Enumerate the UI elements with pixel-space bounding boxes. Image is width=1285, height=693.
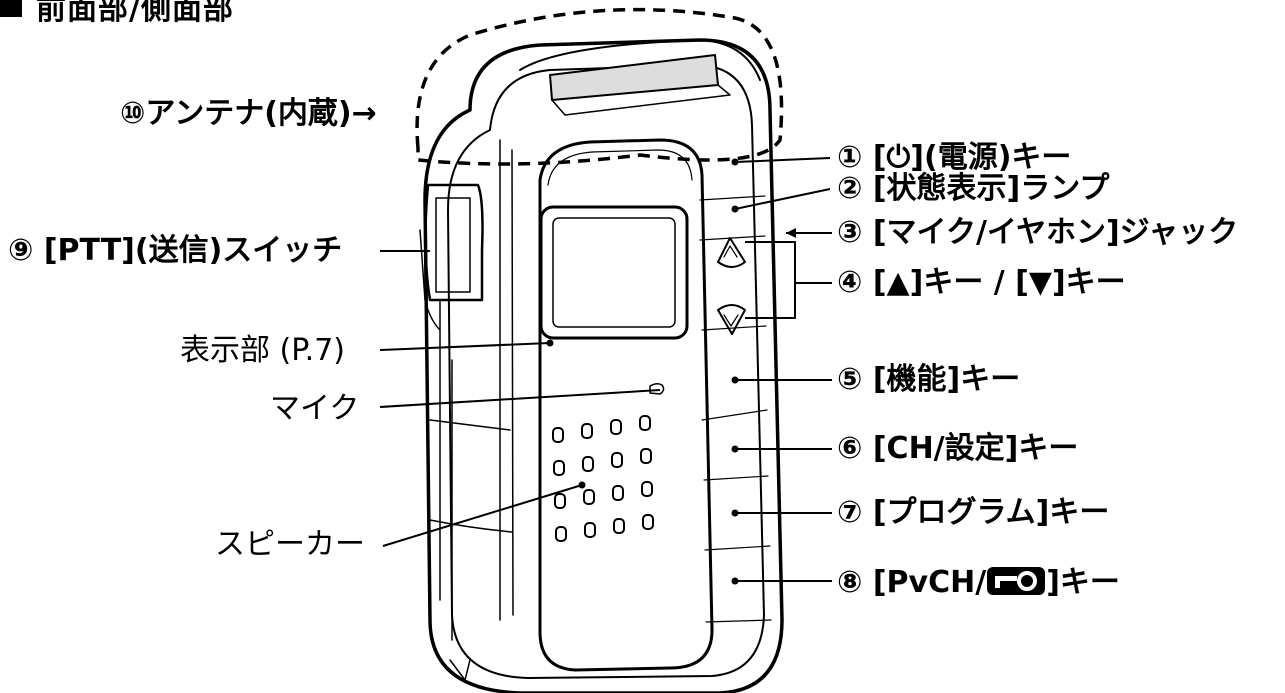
function-key-label: ⑤ [機能]キー xyxy=(837,362,1021,397)
speaker-label: スピーカー xyxy=(215,527,365,562)
speaker-hole xyxy=(612,485,624,501)
power-key-label: ① [⏻](電源)キー xyxy=(837,140,1072,175)
speaker-hole xyxy=(642,514,654,530)
antenna-outline xyxy=(415,7,784,166)
program-key-label: ⑦ [プログラム]キー xyxy=(837,495,1110,530)
ptt-switch-label: ⑨ [PTT](送信)スイッチ xyxy=(8,233,343,268)
antenna-cap xyxy=(519,39,761,81)
front-panel xyxy=(538,138,714,672)
speaker-grille xyxy=(552,415,654,542)
speaker-hole xyxy=(555,526,567,542)
pvch-key-label: ⑧ [PvCH/ ]キー xyxy=(837,566,1120,598)
status-lamp-label: ② [状態表示]ランプ xyxy=(837,171,1110,206)
speaker-hole xyxy=(582,456,594,472)
pvch-key-label-suffix: ]キー xyxy=(1046,565,1120,600)
speaker-hole xyxy=(611,452,623,468)
mic-label: マイク xyxy=(270,391,360,426)
speaker-hole xyxy=(581,423,593,439)
section-title: 前面部/側面部 xyxy=(0,0,234,27)
speaker-hole xyxy=(583,489,595,505)
speaker-hole xyxy=(639,415,651,431)
speaker-hole xyxy=(554,493,566,509)
up-key xyxy=(717,237,746,268)
mic-jack-label: ③ [マイク/イヤホン]ジャック xyxy=(837,215,1239,250)
key-lock-icon xyxy=(987,567,1046,595)
speaker-hole xyxy=(553,460,565,476)
down-key xyxy=(717,304,746,335)
speaker-hole xyxy=(552,427,564,443)
title-square-icon xyxy=(0,0,22,17)
ch-key-label: ⑥ [CH/設定]キー xyxy=(837,431,1079,466)
body-outline xyxy=(423,38,784,693)
updown-key-label: ④ [▲]キー / [▼]キー xyxy=(837,265,1126,300)
display-window xyxy=(539,205,689,340)
ptt-switch xyxy=(424,183,484,302)
speaker-hole xyxy=(584,522,596,538)
speaker-hole xyxy=(613,518,625,534)
speaker-hole xyxy=(610,419,622,435)
mic-hole xyxy=(649,382,665,395)
speaker-hole xyxy=(640,448,652,464)
body-inner-outline xyxy=(447,64,765,679)
pvch-key-label-prefix: ⑧ [PvCH/ xyxy=(837,565,987,600)
display-label: 表示部 (P.7) xyxy=(180,333,345,368)
antenna-label: ⑩アンテナ(内蔵)→ xyxy=(120,96,377,131)
title-text: 前面部/側面部 xyxy=(36,0,234,27)
speaker-hole xyxy=(641,481,653,497)
